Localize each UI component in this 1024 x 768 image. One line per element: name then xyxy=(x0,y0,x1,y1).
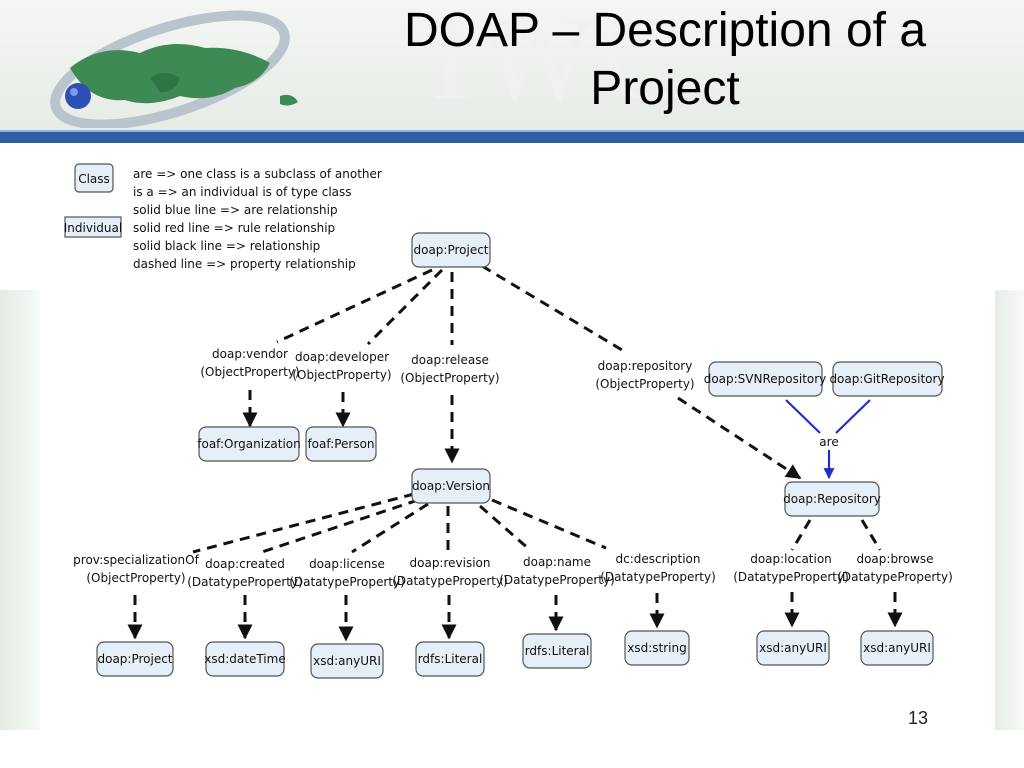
edge-project-vendor xyxy=(276,268,433,344)
prop-description-name: dc:description xyxy=(616,552,701,566)
edge-project-repository xyxy=(481,264,623,352)
slide-title-line2: Project xyxy=(590,62,740,115)
edge-version-description xyxy=(491,498,607,550)
slide-title: DOAP – Description of a Project xyxy=(320,2,1010,118)
prop-repository-name: doap:repository xyxy=(598,359,693,373)
prop-created-name: doap:created xyxy=(205,557,285,571)
nodes: doap:Project foaf:Organization foaf:Pers… xyxy=(96,232,945,679)
node-organization-box xyxy=(198,426,300,462)
node-person-box xyxy=(305,426,377,462)
edge-repository-browse xyxy=(860,519,882,551)
globe-logo-icon xyxy=(50,10,298,128)
legend-individual-label: Individual xyxy=(64,221,122,235)
node-anyuri-license: xsd:anyURI xyxy=(313,654,381,668)
legend: Class Individual are => one class is a s… xyxy=(64,163,382,271)
edge-version-created xyxy=(261,498,419,554)
edge-version-specialization xyxy=(192,492,415,554)
prop-developer-type: (ObjectProperty) xyxy=(292,368,391,382)
edge-version-license xyxy=(351,502,429,554)
prop-release-type: (ObjectProperty) xyxy=(400,371,499,385)
node-person: foaf:Person xyxy=(307,437,374,451)
node-repository-box xyxy=(784,481,880,517)
edge-repository-location xyxy=(790,519,812,551)
header-accent-line xyxy=(0,130,1024,133)
property-labels: doap:vendor (ObjectProperty) doap:develo… xyxy=(73,347,953,589)
edge-git-are xyxy=(835,399,871,434)
prop-revision-name: doap:revision xyxy=(410,556,491,570)
header-watermark: IWC xyxy=(430,0,694,125)
node-version-box xyxy=(411,468,491,504)
legend-class-label: Class xyxy=(78,172,110,186)
node-string-description: xsd:string xyxy=(627,641,686,655)
node-datetime: xsd:dateTime xyxy=(204,652,285,666)
node-datetime-box xyxy=(205,641,285,677)
prop-revision-type: (DatatypeProperty) xyxy=(392,574,508,588)
prop-location-name: doap:location xyxy=(750,552,832,566)
edge-project-developer xyxy=(366,268,444,346)
node-anyuri-browse-box xyxy=(860,630,934,666)
node-anyuri-location: xsd:anyURI xyxy=(759,641,827,655)
prop-location-type: (DatatypeProperty) xyxy=(733,570,849,584)
prop-specialization-name: prov:specializationOf xyxy=(73,553,199,567)
node-project: doap:Project xyxy=(413,243,488,257)
prop-browse-name: doap:browse xyxy=(856,552,933,566)
node-svn-repository: doap:SVNRepository xyxy=(704,372,827,386)
legend-line: are => one class is a subclass of anothe… xyxy=(133,167,382,181)
edges xyxy=(127,264,903,642)
edge-version-name xyxy=(479,504,531,552)
node-repository: doap:Repository xyxy=(783,492,881,506)
prop-name-name: doap:name xyxy=(523,555,591,569)
legend-line: solid black line => relationship xyxy=(133,239,320,253)
node-project2-box xyxy=(96,641,174,677)
right-decorative-band xyxy=(990,290,1024,730)
prop-created-type: (DatatypeProperty) xyxy=(187,575,303,589)
prop-name-type: (DatatypeProperty) xyxy=(499,573,615,587)
node-project2: doap:Project xyxy=(97,652,172,666)
header-divider-bar xyxy=(0,132,1024,143)
node-svn-repository-box xyxy=(708,361,823,397)
node-git-repository: doap:GitRepository xyxy=(829,372,944,386)
node-anyuri-browse: xsd:anyURI xyxy=(863,641,931,655)
legend-line: dashed line => property relationship xyxy=(133,257,356,271)
legend-line: is a => an individual is of type class xyxy=(133,185,352,199)
node-literal-name: rdfs:Literal xyxy=(525,644,590,658)
prop-repository-type: (ObjectProperty) xyxy=(595,377,694,391)
node-string-description-box xyxy=(624,630,690,666)
node-anyuri-location-box xyxy=(756,630,830,666)
node-version: doap:Version xyxy=(412,479,490,493)
prop-developer-name: doap:developer xyxy=(295,350,389,364)
legend-line: solid red line => rule relationship xyxy=(133,221,335,235)
prop-license-name: doap:license xyxy=(309,557,385,571)
legend-individual-box xyxy=(64,216,122,238)
slide-title-line1: DOAP – Description of a xyxy=(403,4,927,57)
prop-specialization-type: (ObjectProperty) xyxy=(86,571,185,585)
left-decorative-band xyxy=(0,290,40,730)
page-number: 13 xyxy=(908,708,929,728)
prop-release-name: doap:release xyxy=(411,353,489,367)
node-git-repository-box xyxy=(832,361,943,397)
prop-license-type: (DatatypeProperty) xyxy=(289,575,405,589)
node-literal-revision: rdfs:Literal xyxy=(418,652,483,666)
legend-line: solid blue line => are relationship xyxy=(133,203,338,217)
legend-class-box xyxy=(74,163,114,193)
slide-header: IWC DOAP – Description of a Project xyxy=(0,0,1024,134)
prop-vendor-type: (ObjectProperty) xyxy=(200,365,299,379)
edge-svn-are xyxy=(785,399,821,434)
edge-repository-target xyxy=(677,396,802,480)
are-label: are xyxy=(819,435,838,449)
node-organization: foaf:Organization xyxy=(197,437,300,451)
node-anyuri-license-box xyxy=(310,643,384,679)
prop-vendor-name: doap:vendor xyxy=(212,347,288,361)
prop-description-type: (DatatypeProperty) xyxy=(600,570,716,584)
node-literal-name-box xyxy=(522,633,592,669)
prop-browse-type: (DatatypeProperty) xyxy=(837,570,953,584)
node-literal-revision-box xyxy=(415,641,485,677)
node-project-box xyxy=(411,232,491,268)
